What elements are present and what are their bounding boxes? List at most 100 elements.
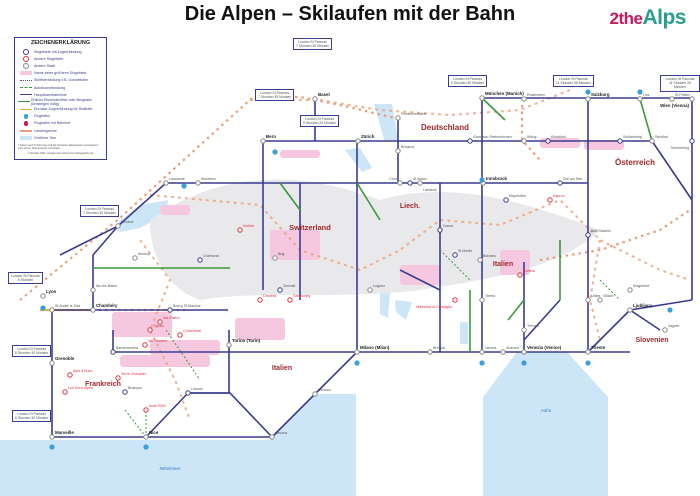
station-marker[interactable] — [122, 389, 128, 395]
station-marker[interactable] — [689, 96, 695, 102]
main-rail-line[interactable] — [651, 140, 693, 201]
station-marker[interactable] — [277, 287, 283, 293]
eurostar-route[interactable] — [520, 105, 541, 161]
station-marker[interactable] — [452, 252, 458, 258]
station-marker[interactable] — [90, 287, 96, 293]
station-marker[interactable] — [49, 307, 55, 313]
station-marker[interactable] — [585, 232, 591, 238]
station-marker[interactable] — [417, 180, 423, 186]
station-marker[interactable] — [67, 372, 73, 378]
place-label: Gressoney — [293, 294, 311, 298]
station-marker[interactable] — [517, 272, 523, 278]
main-rail-line[interactable] — [145, 392, 273, 438]
station-marker[interactable] — [627, 287, 633, 293]
station-marker[interactable] — [427, 349, 433, 355]
station-marker[interactable] — [500, 349, 506, 355]
station-marker[interactable] — [637, 96, 643, 102]
station-marker[interactable] — [617, 138, 623, 144]
station-marker[interactable] — [272, 255, 278, 261]
station-marker[interactable] — [355, 138, 361, 144]
eurostar-route[interactable] — [539, 209, 691, 262]
station-marker[interactable] — [521, 349, 527, 355]
station-marker[interactable] — [226, 342, 232, 348]
station-marker[interactable] — [40, 293, 46, 299]
place-label: Lyon — [46, 289, 57, 294]
main-rail-line[interactable] — [92, 182, 167, 310]
main-rail-line[interactable] — [399, 269, 441, 291]
station-marker[interactable] — [237, 227, 243, 233]
station-marker[interactable] — [545, 138, 551, 144]
station-marker[interactable] — [195, 180, 201, 186]
station-marker[interactable] — [312, 391, 318, 397]
station-marker[interactable] — [547, 197, 553, 203]
station-marker[interactable] — [354, 349, 360, 355]
station-marker[interactable] — [452, 297, 458, 303]
local-rail-line[interactable] — [507, 299, 525, 321]
bus-connection[interactable] — [124, 409, 147, 438]
station-marker[interactable] — [257, 297, 263, 303]
local-rail-line[interactable] — [481, 97, 506, 121]
station-marker[interactable] — [585, 297, 591, 303]
station-marker[interactable] — [479, 349, 485, 355]
station-marker[interactable] — [397, 180, 403, 186]
station-marker[interactable] — [260, 138, 266, 144]
station-marker[interactable] — [90, 307, 96, 313]
station-marker[interactable] — [585, 349, 591, 355]
station-marker[interactable] — [185, 390, 191, 396]
station-marker[interactable] — [143, 407, 149, 413]
station-marker[interactable] — [49, 360, 55, 366]
local-rail-line[interactable] — [356, 182, 381, 221]
place-label: München (Munich) — [485, 91, 524, 96]
station-marker[interactable] — [62, 389, 68, 395]
station-marker[interactable] — [689, 138, 695, 144]
station-marker[interactable] — [157, 319, 163, 325]
station-marker[interactable] — [197, 257, 203, 263]
station-marker[interactable] — [147, 327, 153, 333]
local-rail-line[interactable] — [279, 182, 301, 211]
main-rail-line[interactable] — [629, 309, 661, 331]
main-rail-line[interactable] — [523, 299, 561, 341]
station-marker[interactable] — [479, 297, 485, 303]
station-marker[interactable] — [312, 96, 318, 102]
station-marker[interactable] — [142, 342, 148, 348]
station-marker[interactable] — [662, 327, 668, 333]
lake-como — [395, 300, 412, 320]
station-marker[interactable] — [395, 115, 401, 121]
station-marker[interactable] — [503, 197, 509, 203]
station-marker[interactable] — [669, 96, 675, 102]
station-marker[interactable] — [367, 287, 373, 293]
local-rail-line[interactable] — [639, 98, 653, 142]
main-rail-line[interactable] — [629, 299, 693, 311]
station-marker[interactable] — [163, 180, 169, 186]
station-marker[interactable] — [395, 148, 401, 154]
bus-connection[interactable] — [439, 249, 471, 281]
station-marker[interactable] — [477, 257, 483, 263]
station-marker[interactable] — [132, 255, 138, 261]
station-marker[interactable] — [521, 138, 527, 144]
station-marker[interactable] — [521, 327, 527, 333]
bus-connection[interactable] — [599, 279, 621, 301]
station-marker[interactable] — [167, 307, 173, 313]
station-marker[interactable] — [115, 223, 121, 229]
main-rail-line[interactable] — [59, 225, 119, 256]
station-marker[interactable] — [627, 307, 633, 313]
station-marker[interactable] — [585, 96, 591, 102]
station-marker[interactable] — [287, 297, 293, 303]
brand-logo[interactable]: 2theAlps — [610, 6, 687, 30]
station-marker[interactable] — [467, 138, 473, 144]
station-marker[interactable] — [110, 349, 116, 355]
station-marker[interactable] — [143, 434, 149, 440]
station-marker[interactable] — [407, 180, 413, 186]
station-marker[interactable] — [557, 180, 563, 186]
main-rail-line[interactable] — [587, 309, 631, 353]
station-marker[interactable] — [269, 434, 275, 440]
station-marker[interactable] — [521, 96, 527, 102]
station-marker[interactable] — [49, 434, 55, 440]
station-marker[interactable] — [479, 95, 485, 101]
station-marker[interactable] — [177, 332, 183, 338]
station-marker[interactable] — [597, 297, 603, 303]
station-marker[interactable] — [115, 375, 121, 381]
station-marker[interactable] — [649, 138, 655, 144]
station-marker[interactable] — [437, 227, 443, 233]
